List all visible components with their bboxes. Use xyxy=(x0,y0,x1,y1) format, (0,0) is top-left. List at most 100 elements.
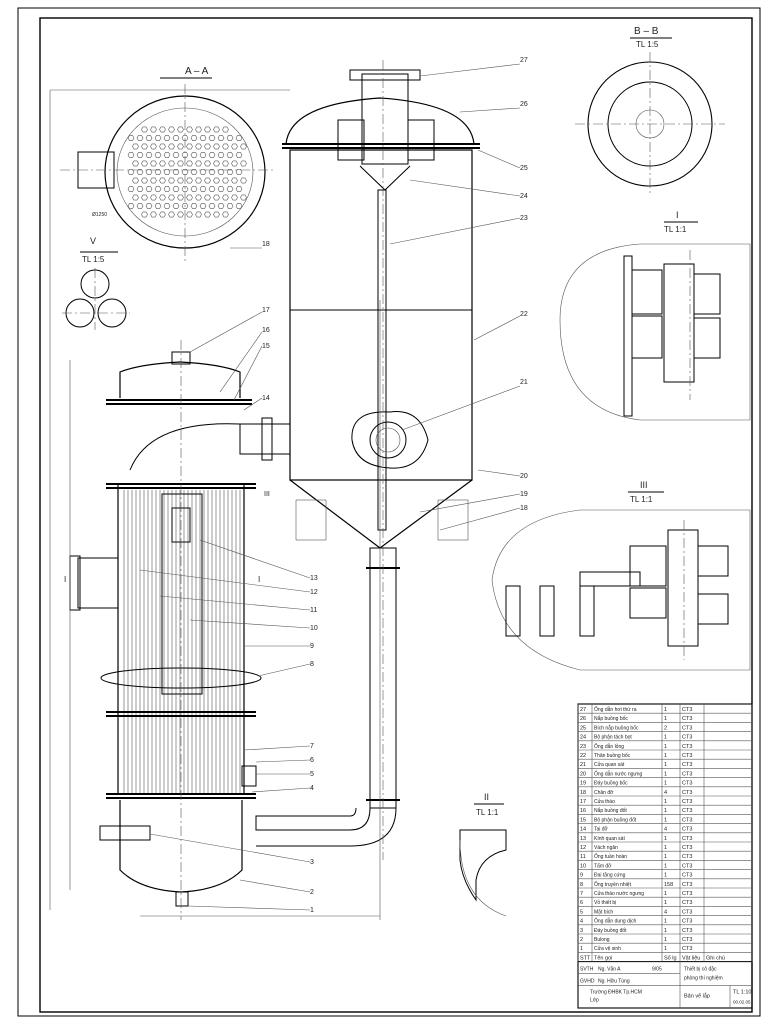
tube-hole xyxy=(150,126,157,133)
parts-table-cell: CT3 xyxy=(682,827,692,833)
parts-table-cell: Bulong xyxy=(594,937,610,943)
tube-hole xyxy=(231,177,238,184)
detail-iii-view: III TL 1:1 xyxy=(491,480,751,671)
parts-table-cell: Bộ phận buồng đốt xyxy=(594,817,637,823)
tube-hole xyxy=(240,143,247,150)
tube-hole xyxy=(195,143,202,150)
parts-table-cell: 21 xyxy=(580,762,586,768)
tube-hole xyxy=(141,143,148,150)
tube-hole xyxy=(204,211,211,218)
tube-hole xyxy=(235,152,243,158)
parts-table-cell: 15 xyxy=(580,817,586,823)
callout-23: 23 xyxy=(520,215,528,222)
tube-hole xyxy=(163,169,171,175)
tube-hole xyxy=(154,169,162,175)
tube-hole xyxy=(154,135,162,141)
tube-hole xyxy=(127,203,135,209)
parts-table-cell: 26 xyxy=(580,716,586,722)
parts-table-cell: CT3 xyxy=(682,928,692,934)
tube-hole xyxy=(168,160,175,167)
tube-hole xyxy=(145,169,153,175)
section-bb-view: B – B TL 1:5 xyxy=(575,26,725,196)
tube-hole xyxy=(208,203,216,209)
tube-hole xyxy=(240,160,247,167)
tube-hole xyxy=(190,135,198,141)
tube-hole xyxy=(217,169,225,175)
parts-table-cell: 10 xyxy=(580,863,586,869)
callout-14: 14 xyxy=(262,395,270,402)
tube-hole xyxy=(168,211,175,218)
tube-hole xyxy=(240,177,247,184)
parts-table-cell: Đai tăng cứng xyxy=(594,873,626,879)
tube-hole xyxy=(132,194,139,201)
parts-table-cell: CT3 xyxy=(682,817,692,823)
callout-6: 6 xyxy=(310,757,314,764)
detail-i-view: I TL 1:1 xyxy=(559,210,751,421)
callout-1: 1 xyxy=(310,907,314,914)
tube-hole xyxy=(235,186,243,192)
parts-table-cell: 1 xyxy=(664,753,667,759)
callout-12: 12 xyxy=(310,589,318,596)
tube-hole xyxy=(159,126,166,133)
tube-hole xyxy=(127,135,135,141)
parts-table-cell: 13 xyxy=(580,836,586,842)
tube-hole xyxy=(222,177,229,184)
section-aa-view: A – A Ø1250 18 xyxy=(60,66,275,262)
callout-25: 25 xyxy=(520,165,528,172)
section-mark-left: I xyxy=(64,575,66,584)
callout-3: 3 xyxy=(310,859,314,866)
tube-hole xyxy=(235,135,243,141)
parts-table-cell: Tai đỡ xyxy=(594,827,609,833)
tube-hole xyxy=(132,160,139,167)
tube-hole xyxy=(199,169,207,175)
svg-text:Ø1250: Ø1250 xyxy=(92,212,107,218)
parts-table-cell: 1 xyxy=(664,781,667,787)
parts-table-cell: Ống dẫn dung dịch xyxy=(594,918,636,925)
tube-hole xyxy=(141,211,148,218)
callout-24: 24 xyxy=(520,193,528,200)
parts-table-cell: CT3 xyxy=(682,762,692,768)
parts-table-cell: 1 xyxy=(664,845,667,851)
tube-hole xyxy=(159,143,166,150)
tube-hole xyxy=(231,160,238,167)
parts-table-cell: 1 xyxy=(664,716,667,722)
parts-table-cell: 3 xyxy=(580,928,583,934)
tube-hole xyxy=(208,135,216,141)
parts-table-header-cell: Tên gọi xyxy=(594,955,612,961)
title-block-text: 9/05 xyxy=(652,967,662,973)
parts-table-cell: CT3 xyxy=(682,863,692,869)
parts-table-cell: 27 xyxy=(580,707,586,713)
tube-hole xyxy=(226,203,234,209)
tube-hole xyxy=(213,143,220,150)
tube-hole xyxy=(217,152,225,158)
tube-hole xyxy=(199,152,207,158)
parts-table-cell: CT3 xyxy=(682,744,692,750)
tube-hole xyxy=(186,177,193,184)
parts-table-cell: Chân đỡ xyxy=(594,790,614,796)
tube-hole xyxy=(127,186,135,192)
tube-hole xyxy=(168,126,175,133)
parts-table-cell: CT3 xyxy=(682,799,692,805)
parts-table-cell: 1 xyxy=(664,854,667,860)
tube-hole xyxy=(172,186,180,192)
parts-table-cell: Cửa vệ sinh xyxy=(594,945,621,952)
callout-17: 17 xyxy=(262,307,270,314)
tube-hole xyxy=(222,143,229,150)
tube-hole xyxy=(136,186,144,192)
tube-hole xyxy=(231,143,238,150)
parts-table-cell: CT3 xyxy=(682,808,692,814)
parts-table-header-cell: Vật liệu xyxy=(682,955,700,961)
parts-table-cell: 1 xyxy=(664,744,667,750)
tube-hole xyxy=(172,169,180,175)
title-block-text: Bản vẽ lắp xyxy=(684,993,710,1000)
parts-table-cell: Đáy buồng đốt xyxy=(594,928,627,934)
